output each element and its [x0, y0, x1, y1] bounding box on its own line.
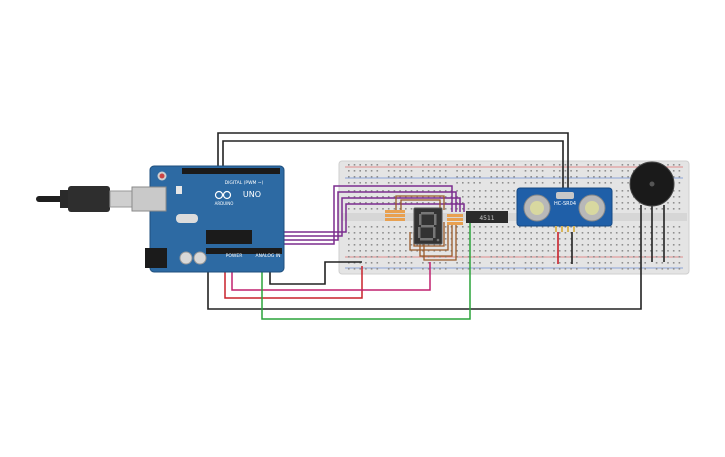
analog-header-label: ANALOG IN: [255, 253, 280, 259]
resistors-left[interactable]: [385, 210, 405, 221]
board-brand: ARDUINO: [215, 201, 234, 206]
arduino-logo-icon: [214, 190, 232, 200]
board-model: UNO: [243, 190, 261, 199]
ic-label: 4511: [479, 215, 494, 222]
display-digit: 8: [0, 0, 1, 1]
piezo-buzzer[interactable]: [629, 161, 675, 207]
resistors-right[interactable]: [447, 214, 463, 225]
sensor-label: HC-SR04: [554, 201, 576, 207]
arduino-uno-board[interactable]: DIGITAL (PWM ~) UNO ARDUINO POWER ANALOG…: [131, 165, 285, 273]
digital-header-label: DIGITAL (PWM ~): [225, 180, 264, 186]
ic-chip[interactable]: 4511: [466, 211, 508, 223]
segment-wires: [395, 195, 457, 261]
seven-segment-display[interactable]: 8: [0, 0, 443, 245]
ultrasonic-sensor[interactable]: HC-SR04: [516, 187, 613, 232]
usb-cable[interactable]: [36, 186, 135, 212]
power-header-label: POWER: [226, 253, 243, 259]
